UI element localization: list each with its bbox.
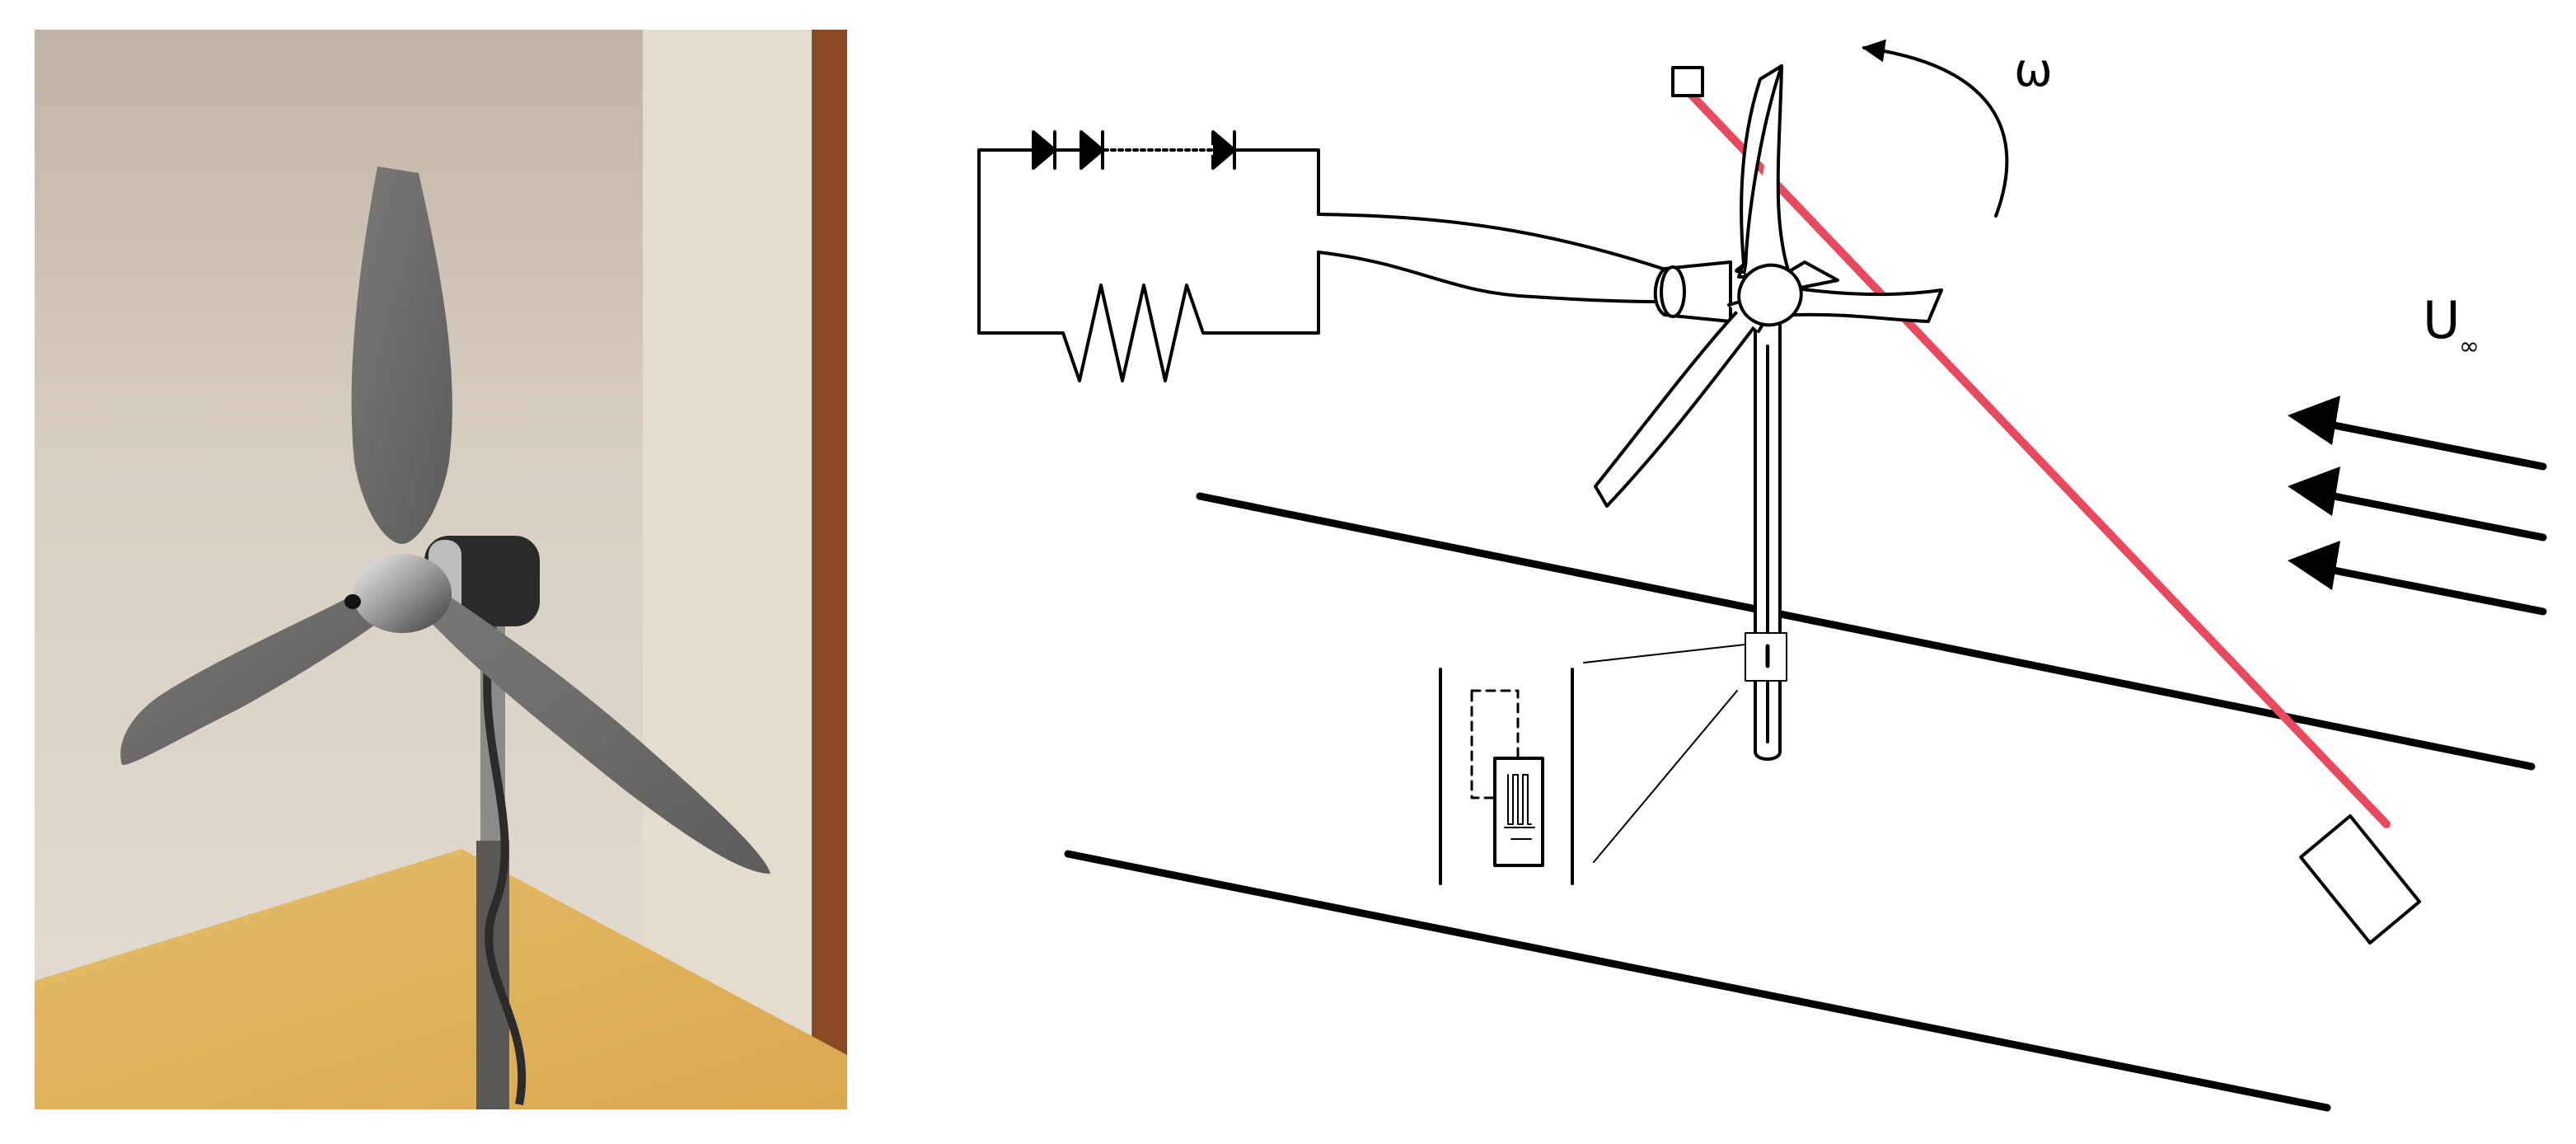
laser-reflector-icon <box>1671 66 1704 97</box>
photo-blade-top <box>351 166 452 544</box>
inflow-arrow-2 <box>2313 489 2547 542</box>
photo-spinner <box>353 554 452 633</box>
resistor-icon <box>1061 284 1205 382</box>
photo-cable <box>483 626 527 1105</box>
inflow-arrow-3 <box>2313 563 2547 616</box>
photo-spinner-tip <box>344 594 361 609</box>
tunnel-line-lower <box>1064 850 2331 1112</box>
turbine-rotor <box>1594 64 1943 508</box>
inflow-arrows <box>2288 396 2547 616</box>
photo-blade-left <box>120 577 396 766</box>
turbine-tower <box>1754 312 1782 761</box>
circuit-wires <box>977 148 1320 335</box>
photo-side-wall <box>643 30 812 1030</box>
hub <box>1737 263 1803 327</box>
load-circuit <box>977 130 1674 382</box>
photo-table <box>35 849 847 1109</box>
zoom-line-upper <box>1583 644 1746 663</box>
laser-beam <box>1677 80 2391 828</box>
diode-chain-icon <box>1032 130 1236 170</box>
laser-source-icon <box>2299 814 2421 945</box>
inflow-arrow-1 <box>2313 418 2547 471</box>
strain-gauge-icon <box>1439 668 1574 885</box>
cable-lower <box>1317 251 1666 303</box>
omega-label: ω <box>2014 44 2053 97</box>
blade-lower-left <box>1594 310 1760 508</box>
nacelle-ring <box>1660 265 1686 318</box>
photo-blade-right <box>412 593 770 874</box>
cable-upper <box>1317 213 1674 274</box>
wind-turbine-photo <box>35 30 847 1109</box>
photo-door-frame <box>812 30 847 1060</box>
tunnel-line-upper <box>1196 492 2536 771</box>
u-label: U <box>2423 290 2460 350</box>
blade-upper <box>1740 64 1783 274</box>
blade-right <box>1791 287 1943 323</box>
setup-schematic <box>977 39 2547 1112</box>
zoom-line-lower <box>1593 690 1738 863</box>
u-subscript-label: ∞ <box>2459 332 2480 361</box>
rotation-arrow-icon <box>1862 39 2009 218</box>
